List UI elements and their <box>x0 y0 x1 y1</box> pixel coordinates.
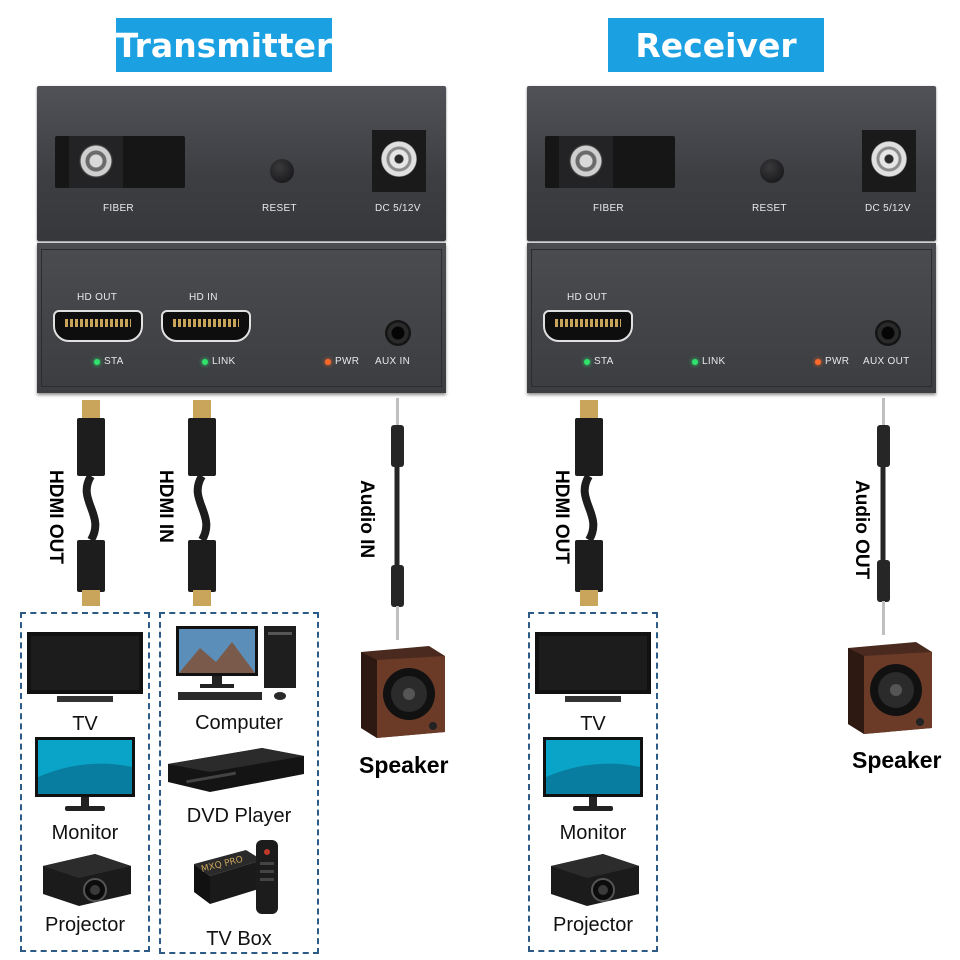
tv-caption: TV <box>72 713 98 735</box>
receiver-title-text: Receiver <box>635 25 797 65</box>
pwr-label: PWR <box>335 356 360 367</box>
dc-label: DC 5/12V <box>375 203 421 214</box>
dvd-player-caption: DVD Player <box>186 805 292 827</box>
receiver-monitor-caption: Monitor <box>559 822 627 844</box>
monitor-icon <box>35 737 135 811</box>
reset-button[interactable] <box>270 159 294 183</box>
receiver-tv-icon <box>535 632 651 702</box>
pwr-led <box>325 359 331 365</box>
computer-icon <box>176 626 296 700</box>
receiver-speaker-caption: Speaker <box>852 747 942 773</box>
projector-icon <box>43 854 131 906</box>
speaker-caption: Speaker <box>359 752 449 778</box>
receiver-aux-label: AUX OUT <box>863 356 910 367</box>
receiver-projector-icon <box>551 854 639 906</box>
receiver-fiber-port[interactable] <box>545 136 675 188</box>
sta-label: STA <box>104 356 124 367</box>
monitor-caption: Monitor <box>51 822 119 844</box>
receiver-title: Receiver <box>608 18 824 72</box>
transmitter-title: Transmitter <box>116 18 332 72</box>
speaker-icon <box>361 646 445 738</box>
receiver-tv-caption: TV <box>580 713 606 735</box>
hd-in-label: HD IN <box>189 292 218 303</box>
dvd-player-icon <box>168 748 304 792</box>
audio-out-cable-label: Audio OUT <box>851 480 872 580</box>
reset-label: RESET <box>262 203 297 214</box>
link-led <box>202 359 208 365</box>
audio-in-cable-icon <box>391 398 404 640</box>
receiver-sta-label: STA <box>594 356 614 367</box>
transmitter-bottom-panel: HD OUT HD IN STA LINK PWR AUX IN <box>37 243 446 393</box>
link-label: LINK <box>212 356 236 367</box>
hdmi-out-cable-icon <box>77 400 105 606</box>
computer-caption: Computer <box>195 712 283 734</box>
tv-icon <box>27 632 143 702</box>
transmitter-input-devices <box>159 612 319 954</box>
receiver-hdmi-out-port[interactable] <box>543 310 633 342</box>
fiber-port[interactable] <box>55 136 185 188</box>
receiver-projector-caption: Projector <box>552 914 634 936</box>
hdmi-in-port[interactable] <box>161 310 251 342</box>
audio-out-cable-icon <box>877 398 890 635</box>
hd-out-label: HD OUT <box>77 292 118 303</box>
dc-power-jack[interactable] <box>372 130 426 192</box>
receiver-reset-label: RESET <box>752 203 787 214</box>
receiver-reset-button[interactable] <box>760 159 784 183</box>
hdmi-out-port[interactable] <box>53 310 143 342</box>
sta-led <box>94 359 100 365</box>
receiver-top-panel: FIBER RESET DC 5/12V <box>527 86 936 241</box>
receiver-output-devices <box>528 612 658 952</box>
receiver-fiber-label: FIBER <box>593 203 624 214</box>
receiver-bottom-panel: HD OUT STA LINK PWR AUX OUT <box>527 243 936 393</box>
receiver-link-led <box>692 359 698 365</box>
transmitter-title-text: Transmitter <box>115 25 333 65</box>
receiver-pwr-label: PWR <box>825 356 850 367</box>
aux-out-jack[interactable] <box>875 320 901 346</box>
receiver-hdmi-out-cable-icon <box>575 400 603 606</box>
tv-box-icon: MXQ PRO <box>194 840 278 914</box>
receiver-dc-label: DC 5/12V <box>865 203 911 214</box>
transmitter-top-panel: FIBER RESET DC 5/12V <box>37 86 446 241</box>
aux-in-jack[interactable] <box>385 320 411 346</box>
receiver-hdmi-out-cable-label: HDMI OUT <box>551 470 572 564</box>
aux-label: AUX IN <box>375 356 411 367</box>
receiver-link-label: LINK <box>702 356 726 367</box>
receiver-speaker-icon <box>848 642 932 734</box>
receiver-hd-out-label: HD OUT <box>567 292 608 303</box>
receiver-monitor-icon <box>543 737 643 811</box>
projector-caption: Projector <box>44 914 126 936</box>
receiver-pwr-led <box>815 359 821 365</box>
receiver-dc-power-jack[interactable] <box>862 130 916 192</box>
fiber-label: FIBER <box>103 203 134 214</box>
receiver-sta-led <box>584 359 590 365</box>
tv-box-caption: TV Box <box>206 928 272 950</box>
transmitter-output-devices <box>20 612 150 952</box>
hdmi-in-cable-icon <box>188 400 216 606</box>
